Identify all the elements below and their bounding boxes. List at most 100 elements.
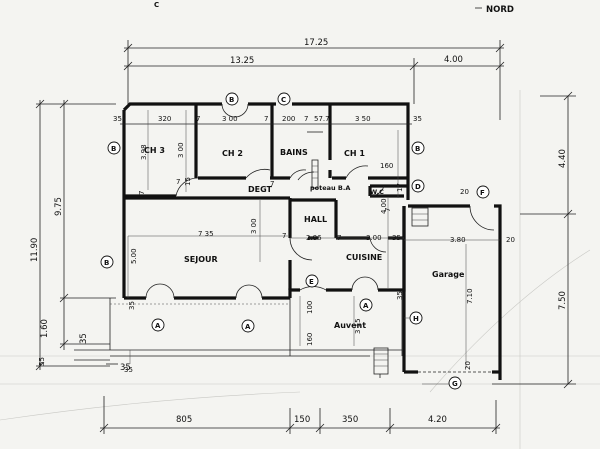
dim-sejour-depth: 5.00: [130, 248, 138, 264]
dim-house-depth: 9.75: [54, 197, 64, 216]
room-ch3: CH 3: [144, 146, 165, 155]
dim-sejour-35: 35: [128, 301, 136, 310]
dim-77: 7: [384, 208, 392, 212]
dim-top-inner-8: 57.7: [314, 115, 330, 123]
room-hall: HALL: [304, 215, 327, 224]
svg-text:D: D: [415, 183, 421, 191]
dim-cuisine-depth: 4 00: [380, 198, 388, 214]
dim-garage-depth-inner: 7.10: [466, 288, 474, 304]
svg-text:E: E: [309, 278, 314, 286]
room-bains: BAINS: [280, 148, 308, 157]
dim-top-inner-10: 35: [413, 115, 422, 123]
dim-top-inner-6: 200: [282, 115, 295, 123]
section-marker-f: F: [476, 185, 490, 199]
svg-text:F: F: [480, 189, 485, 197]
doors: [145, 103, 495, 373]
svg-text:B: B: [229, 96, 234, 104]
dim-7-c: 7: [270, 180, 274, 188]
compass-label: NORD: [486, 5, 514, 15]
dim-bottom-garage: 4.20: [428, 415, 447, 425]
section-marker-c-2: C: [154, 1, 159, 9]
svg-text:B: B: [104, 259, 109, 267]
dim-right-35: 35: [396, 291, 404, 300]
dim-top-inner-5: 7: [264, 115, 268, 123]
dim-sejour-width: 7 35: [198, 230, 214, 238]
room-wc: W.C: [370, 188, 384, 196]
room-cuisine: CUISINE: [346, 253, 382, 262]
svg-text:A: A: [363, 302, 369, 310]
svg-text:B: B: [415, 145, 420, 153]
svg-text:B: B: [111, 145, 116, 153]
dim-ch3-side: 3.98: [140, 144, 148, 160]
room-auvent: Auvent: [334, 321, 366, 330]
svg-text:G: G: [452, 380, 458, 388]
dim-hall-7: 7: [282, 232, 286, 240]
dim-7-b: 7: [138, 191, 146, 195]
faint-background-lines: [0, 90, 600, 449]
top-dimension-lines: [123, 40, 505, 120]
terrace-outline: [109, 290, 403, 357]
dim-top-inner-2: 320: [158, 115, 171, 123]
svg-text:H: H: [413, 315, 419, 323]
dim-top-inner-9: 3 50: [355, 115, 371, 123]
dim-bottom-left-offset: 35: [120, 363, 131, 373]
dim-auvent-100: 100: [306, 301, 314, 314]
dim-bottom-hall: 150: [294, 415, 310, 425]
dim-house-width: 13.25: [230, 56, 254, 66]
dim-15: 15: [184, 177, 192, 186]
dim-garage-20-a: 20: [460, 188, 469, 196]
section-marker-b-4: B: [411, 141, 425, 155]
left-dimension-lines: [35, 99, 116, 371]
dim-hall-7b: 7: [337, 234, 341, 242]
dim-top-inner-1: 35: [113, 115, 122, 123]
dim-garage-width: 4.00: [444, 55, 463, 65]
dim-garage-width-inner: 3.80: [450, 236, 466, 244]
room-garage: Garage: [432, 270, 465, 279]
dim-garage-depth-upper: 4.40: [558, 149, 568, 168]
section-marker-a-1: A: [151, 318, 165, 332]
entrance-steps: [373, 347, 389, 378]
room-ch1: CH 1: [344, 149, 365, 158]
section-marker-a-3: A: [359, 298, 373, 312]
right-dimension-lines: [492, 91, 576, 389]
section-marker-d: D: [411, 179, 425, 193]
svg-text:C: C: [154, 1, 159, 9]
dim-top-inner-4: 3 00: [222, 115, 238, 123]
bottom-dimension-lines: [99, 396, 501, 434]
dim-left-35: 35: [124, 366, 133, 374]
garage-stairs: [411, 207, 429, 227]
interior-dimension-lines: [127, 110, 500, 368]
dim-17: 17: [396, 183, 404, 192]
svg-text:C: C: [281, 96, 286, 104]
dim-front-offset: 35: [79, 333, 89, 344]
room-sejour: SEJOUR: [184, 255, 218, 264]
svg-text:A: A: [245, 323, 251, 331]
room-ch2: CH 2: [222, 149, 243, 158]
dim-top-inner-3: 7: [196, 115, 200, 123]
dim-7-a: 7: [176, 178, 180, 186]
dim-cuisine-width: 3.00: [366, 234, 382, 242]
dim-garage-20-c: 20: [464, 361, 472, 370]
dim-hall-width: 2.06: [306, 234, 322, 242]
dim-terrace-depth: 1.60: [40, 319, 50, 338]
dim-cuisine-35: 35: [392, 234, 401, 242]
section-marker-e: E: [305, 274, 319, 288]
section-marker-b-3: B: [225, 92, 239, 106]
dim-bottom-cuisine: 350: [342, 415, 358, 425]
section-marker-b-1: B: [107, 141, 121, 155]
dim-auvent-160: 160: [306, 333, 314, 346]
dim-garage-20-b: 20: [506, 236, 515, 244]
dim-bottom-sejour: 805: [176, 415, 192, 425]
section-marker-c-1: C: [277, 92, 291, 106]
label-poteau: poteau B.A: [310, 184, 350, 192]
dim-hall-vertical: 3 00: [250, 218, 258, 234]
dim-auvent-315: 3 15: [354, 318, 362, 334]
section-marker-h: H: [409, 311, 423, 325]
section-marker-a-2: A: [241, 319, 255, 333]
dim-garage-depth-lower: 7.50: [558, 291, 568, 310]
dim-ch3-vertical: 3 00: [177, 142, 185, 158]
poteau-column: [297, 131, 323, 189]
dim-total-depth: 11.90: [30, 238, 40, 262]
svg-text:A: A: [155, 322, 161, 330]
dim-total-width: 17.25: [304, 38, 328, 48]
